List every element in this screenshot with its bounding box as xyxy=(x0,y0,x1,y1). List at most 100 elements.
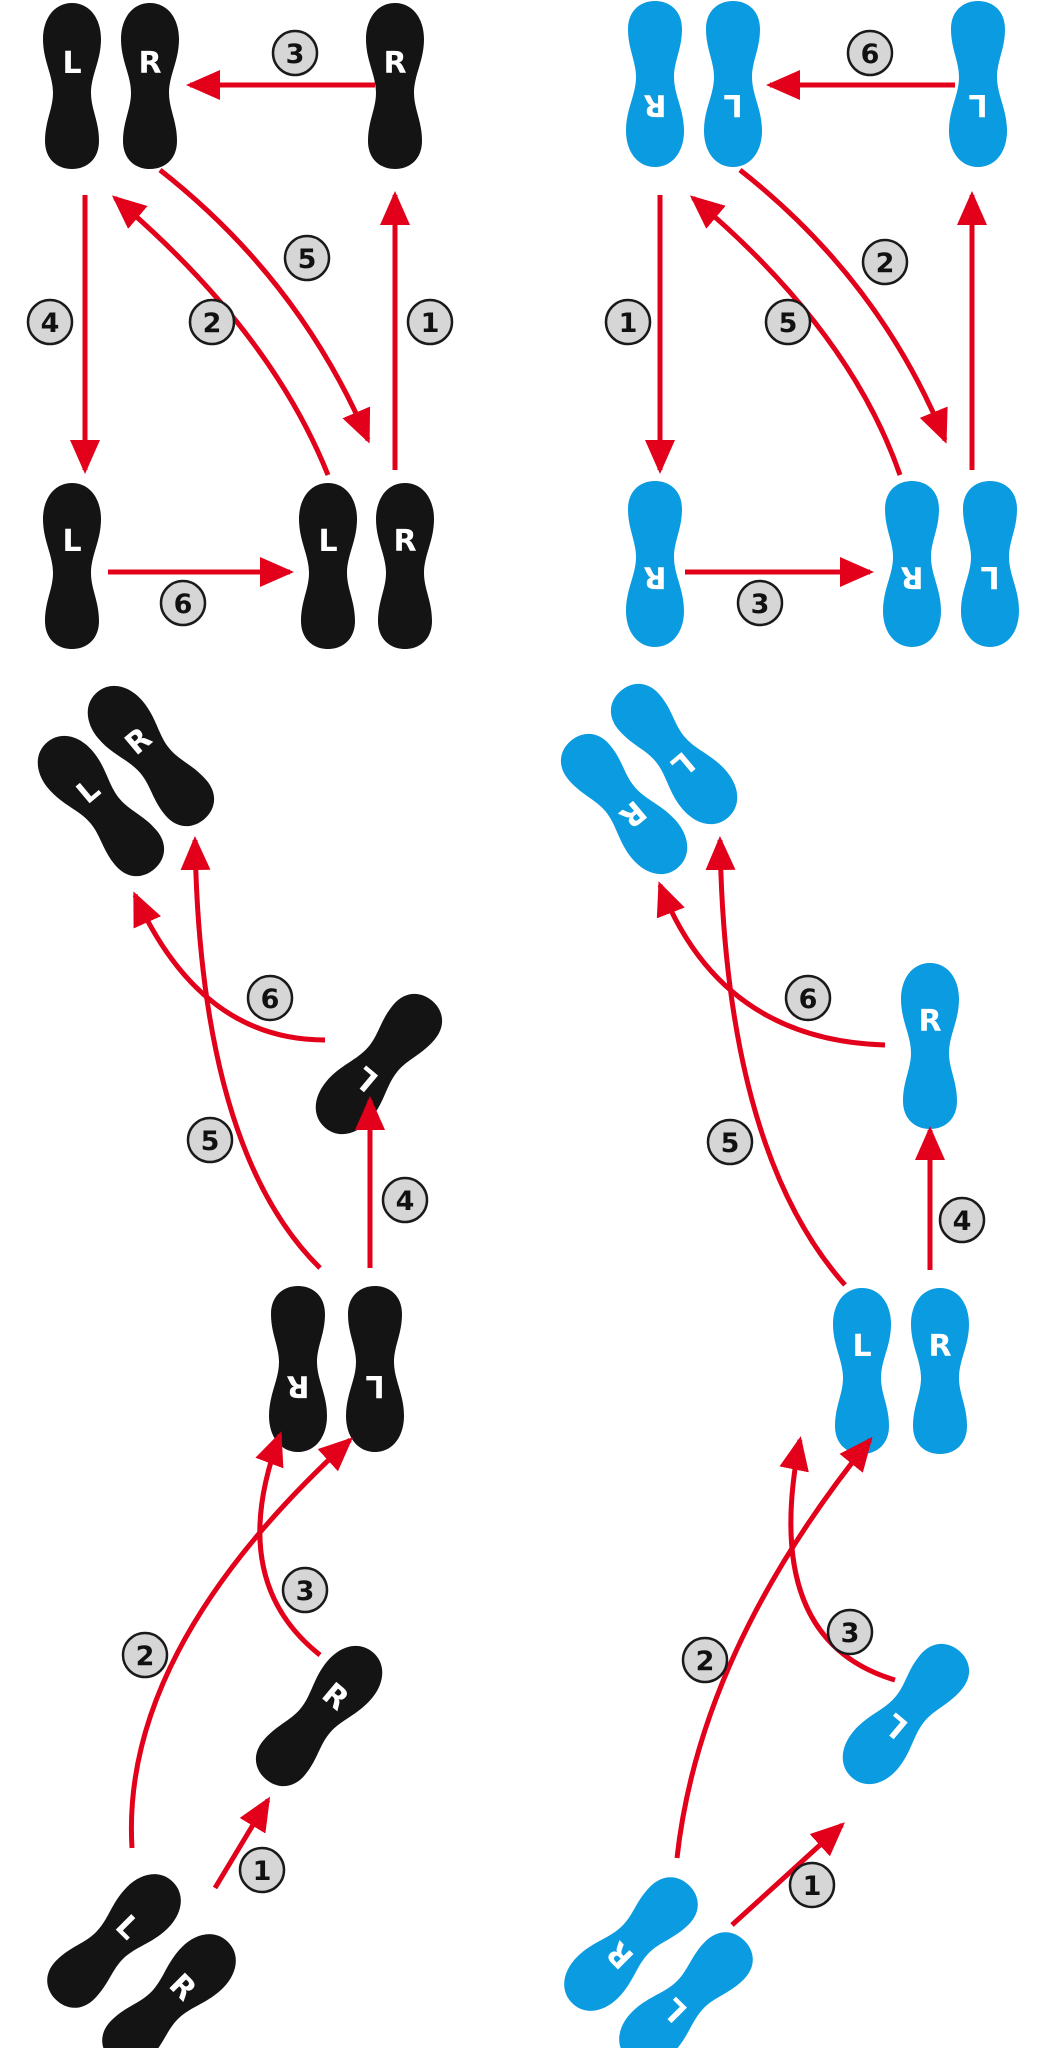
foot-right: R xyxy=(243,1633,395,1798)
svg-text:6: 6 xyxy=(174,589,193,620)
foot-label-right: R xyxy=(393,524,416,559)
step-arrow-3 xyxy=(255,1431,322,1657)
step-number-badge: 2 xyxy=(121,1631,169,1679)
svg-text:2: 2 xyxy=(203,308,222,339)
foot-left: L xyxy=(299,483,357,649)
foot-right: R xyxy=(626,1,684,167)
svg-text:5: 5 xyxy=(298,244,317,275)
svg-text:1: 1 xyxy=(619,308,638,339)
foot-label-right: R xyxy=(286,1368,309,1403)
svg-text:1: 1 xyxy=(803,1871,822,1902)
foot-right: R xyxy=(90,1921,249,2048)
step-number-badge: 6 xyxy=(846,29,894,77)
step-arrow-6 xyxy=(656,881,886,1048)
step-number-badge: 5 xyxy=(186,1116,234,1164)
svg-text:3: 3 xyxy=(296,1576,315,1607)
step-number-badge: 6 xyxy=(784,974,832,1022)
svg-text:6: 6 xyxy=(799,984,818,1015)
step-number-badge: 1 xyxy=(406,298,454,346)
step-number-badge: 1 xyxy=(604,298,652,346)
panel-top-left: L R R L L R 1 2 3 4 5 6 xyxy=(26,3,454,649)
foot-left: L xyxy=(606,1920,765,2048)
foot-right: R xyxy=(626,481,684,647)
step-number-badge: 5 xyxy=(706,1118,754,1166)
foot-label-right: R xyxy=(643,559,666,594)
svg-text:5: 5 xyxy=(721,1128,740,1159)
panel-bottom-left: L R L R L R L R xyxy=(25,673,455,2048)
foot-right: R xyxy=(376,483,434,649)
step-number-badge: 2 xyxy=(188,298,236,346)
foot-left: L xyxy=(830,1632,982,1797)
step-arrow-5 xyxy=(180,836,322,1270)
svg-text:4: 4 xyxy=(41,308,60,339)
step-number-badge: 6 xyxy=(159,579,207,627)
svg-text:6: 6 xyxy=(861,39,880,70)
step-number-badge: 3 xyxy=(826,1608,874,1656)
step-number-badge: 5 xyxy=(764,298,812,346)
foot-left: L xyxy=(961,481,1019,647)
foot-left: L xyxy=(35,1861,194,2020)
foot-label-right: R xyxy=(918,1004,941,1039)
foot-left: L xyxy=(346,1286,404,1452)
step-number-badge: 4 xyxy=(381,1176,429,1224)
foot-left: L xyxy=(43,3,101,169)
step-number-badge: 1 xyxy=(788,1861,836,1909)
svg-text:3: 3 xyxy=(841,1618,860,1649)
step-number-badge: 2 xyxy=(681,1636,729,1684)
foot-label-left: L xyxy=(980,559,999,594)
foot-right: R xyxy=(75,673,227,838)
foot-label-left: L xyxy=(62,46,81,81)
foot-label-left: L xyxy=(62,524,81,559)
svg-text:3: 3 xyxy=(286,39,305,70)
step-number-badge: 5 xyxy=(283,234,331,282)
step-number-badge: 1 xyxy=(238,1846,286,1894)
foot-label-left: L xyxy=(968,87,987,122)
foot-right: R xyxy=(883,481,941,647)
svg-text:6: 6 xyxy=(261,984,280,1015)
svg-text:1: 1 xyxy=(421,308,440,339)
foot-left: L xyxy=(949,1,1007,167)
step-arrow-1 xyxy=(212,1796,271,1890)
panel-bottom-right: R L R L R L R L xyxy=(548,672,986,2048)
step-arrow-6 xyxy=(132,891,326,1043)
foot-left: L xyxy=(598,672,750,837)
foot-right: R xyxy=(366,3,424,169)
step-number-badge: 4 xyxy=(26,298,74,346)
foot-label-right: R xyxy=(138,46,161,81)
foot-right: R xyxy=(121,3,179,169)
svg-text:5: 5 xyxy=(201,1126,220,1157)
foot-label-right: R xyxy=(643,87,666,122)
foot-right: R xyxy=(551,1865,710,2024)
step-arrow-2 xyxy=(128,1437,353,1849)
step-number-badge: 3 xyxy=(736,579,784,627)
svg-text:4: 4 xyxy=(396,1186,415,1217)
step-number-badge: 2 xyxy=(861,238,909,286)
step-arrow-5 xyxy=(158,168,371,444)
svg-text:1: 1 xyxy=(253,1856,272,1887)
svg-text:2: 2 xyxy=(136,1641,155,1672)
foot-label-left: L xyxy=(723,87,742,122)
panel-top-right: R L L R R L 1 2 3 5 6 xyxy=(604,1,1019,647)
foot-right: R xyxy=(911,1288,969,1454)
step-arrow-2 xyxy=(738,168,948,444)
step-number-badge: 6 xyxy=(246,974,294,1022)
foot-right: R xyxy=(901,963,959,1129)
foot-right: R xyxy=(269,1286,327,1452)
step-arrow-2 xyxy=(111,195,331,476)
step-number-badge: 4 xyxy=(938,1196,986,1244)
svg-text:2: 2 xyxy=(876,248,895,279)
foot-label-right: R xyxy=(900,559,923,594)
step-arrow-3 xyxy=(779,1436,896,1683)
foot-left: L xyxy=(303,982,455,1147)
svg-text:3: 3 xyxy=(751,589,770,620)
step-arrow-5 xyxy=(689,195,903,476)
foot-left: L xyxy=(704,1,762,167)
foot-label-left: L xyxy=(318,524,337,559)
foot-label-left: L xyxy=(852,1329,871,1364)
foot-left: L xyxy=(25,723,177,888)
foot-label-right: R xyxy=(383,46,406,81)
svg-text:2: 2 xyxy=(696,1646,715,1677)
foot-label-left: L xyxy=(365,1368,384,1403)
svg-text:4: 4 xyxy=(953,1206,972,1237)
